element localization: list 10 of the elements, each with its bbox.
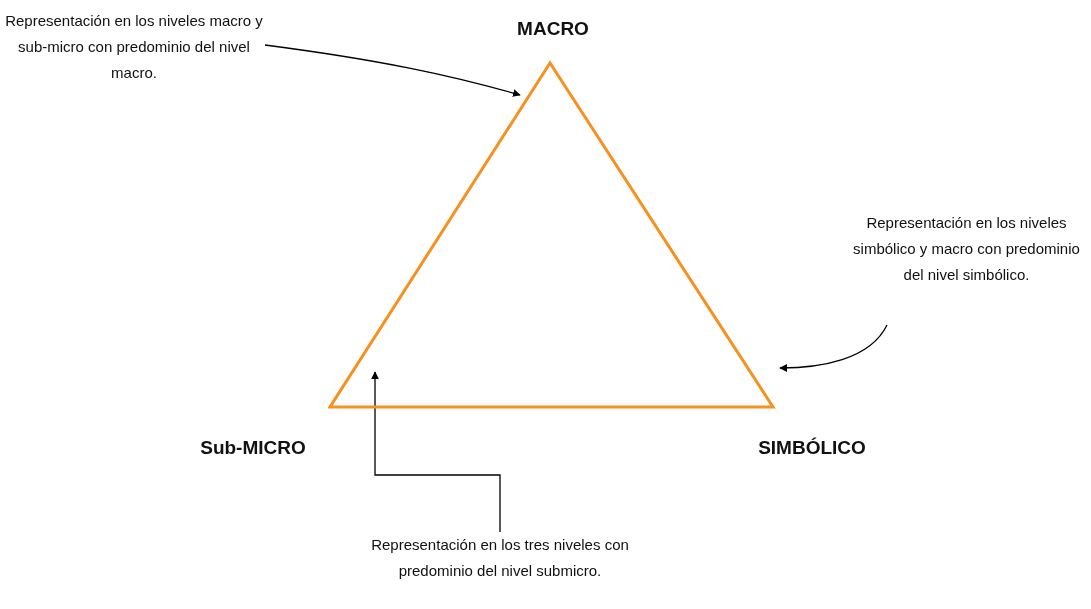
vertex-label: Sub-MICRO — [200, 437, 306, 459]
vertex-label: SIMBÓLICO — [758, 437, 866, 459]
annotation-text: Representación en los niveles simbólico y macro con predominio del nivel simbólico. — [852, 213, 1081, 285]
triangle-shape — [328, 60, 776, 410]
vertex-label: MACRO — [517, 18, 589, 40]
annotation-text: Representación en los niveles macro y sub-micro con predominio del nivel macro. — [4, 11, 264, 83]
leader-arrow — [779, 324, 888, 372]
annotation-text: Representación en los tres niveles con predominio del nivel submicro. — [370, 535, 630, 581]
leader-arrow — [264, 44, 521, 97]
leader-arrow — [371, 371, 501, 533]
